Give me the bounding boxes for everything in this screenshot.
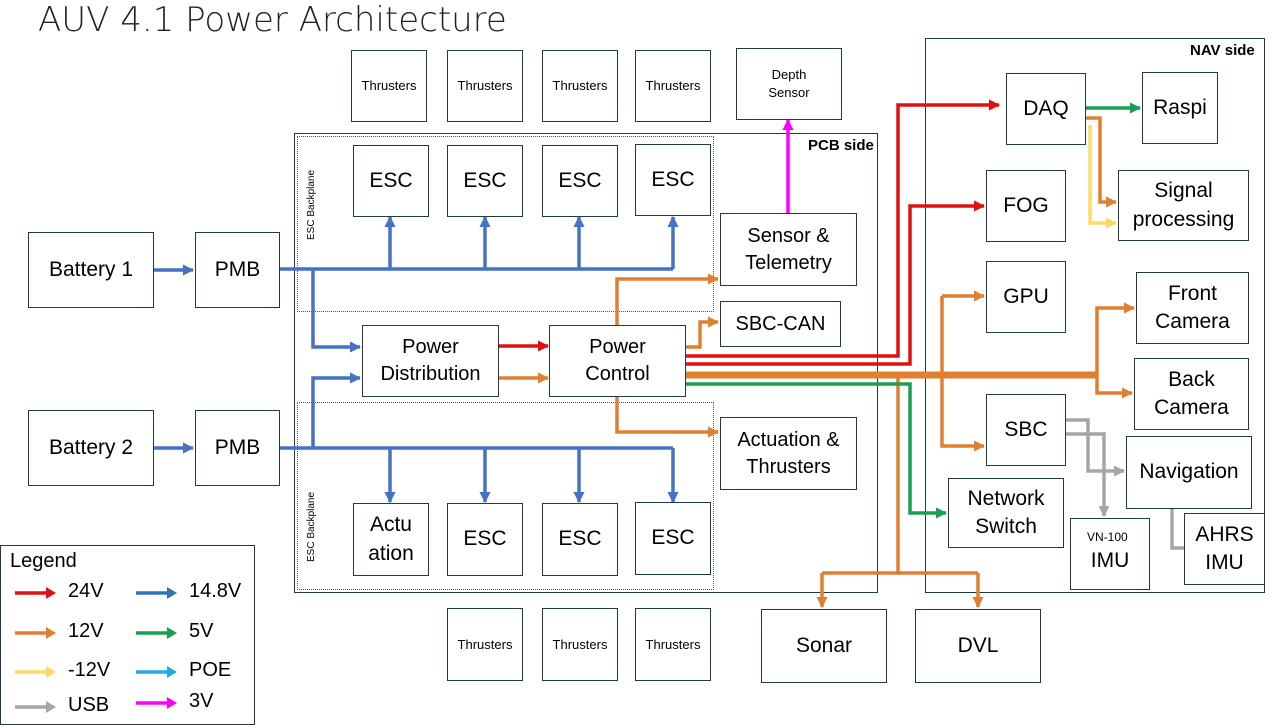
nav-side-region [925,38,1265,593]
esc-top-4: ESC [635,144,711,216]
wire-top-to-pd [311,269,362,353]
esc-top-2: ESC [447,145,523,217]
vn100-imu: IMU [1070,518,1150,590]
signal-processing: Signal processing [1118,170,1249,241]
wire-pc-fog [686,200,986,366]
front-camera: Front Camera [1136,272,1249,344]
esc-top-3: ESC [542,145,618,217]
thrusters-bottom-3: Thrusters [635,608,711,681]
wire-pc-switch [686,382,948,519]
nav-side-label: NAV side [1190,42,1255,59]
back-camera: Back Camera [1134,358,1249,430]
network-switch: Network Switch [948,478,1064,548]
thrusters-bottom-1: Thrusters [447,608,523,681]
legend-arrow-5v [136,627,177,639]
page-title: AUV 4.1 Power Architecture [38,0,507,40]
legend-label-3v: 3V [189,690,214,712]
legend-label-usb: USB [68,694,110,716]
wire-sbc-nav [1066,418,1126,477]
wire-back-camera [1095,375,1134,399]
esc-bottom-1: ESC [447,503,523,576]
wire-pc-sensor [615,273,720,325]
wire-pc-sbccan [686,316,720,349]
battery-1: Battery 1 [28,232,154,308]
legend: Legend 24V 14.8V 12V 5V -12V POE USB 3V [0,545,255,725]
dvl: DVL [915,609,1041,683]
sbc: SBC [986,394,1066,466]
legend-label-5v: 5V [189,620,214,642]
pmb-1: PMB [195,232,280,308]
wire-pc-actuation [615,396,720,438]
legend-label-12v: 12V [68,620,104,642]
gpu: GPU [986,261,1066,333]
thrusters-top-2: Thrusters [447,50,523,122]
legend-arrow-3v [136,697,177,709]
vn100-tag: VN-100 [1087,530,1128,544]
pmb-2: PMB [195,410,280,486]
pcb-side-label: PCB side [808,137,874,154]
wire-bottom-to-pd [311,372,362,448]
legend-arrow-12v [15,627,56,639]
actuation-thrusters: Actuation & Thrusters [720,417,857,490]
esc-bottom-2: ESC [542,503,618,576]
ahrs-imu: AHRS IMU [1184,513,1265,585]
depth-sensor: Depth Sensor [736,48,842,120]
legend-label-poe: POE [189,659,232,681]
legend-arrow-14-8v [136,587,177,599]
sonar: Sonar [761,609,887,683]
battery-2: Battery 2 [28,410,154,486]
fog: FOG [986,170,1066,242]
raspi: Raspi [1142,72,1218,144]
legend-arrow-24v [15,587,56,599]
wire-gpu-sbc-trunk [940,296,986,452]
thrusters-top-1: Thrusters [351,50,427,122]
sbc-can: SBC-CAN [720,301,841,347]
power-distribution: Power Distribution [362,325,499,397]
thrusters-top-3: Thrusters [542,50,618,122]
esc-backplane-bottom [297,402,714,590]
legend-arrow-poe [136,666,177,678]
legend-arrow-neg12v [15,666,56,678]
wire-daq-signal-neg [1088,125,1118,229]
esc-bottom-3: ESC [635,502,711,575]
legend-label-24v: 24V [68,580,104,602]
thrusters-bottom-2: Thrusters [542,608,618,681]
daq: DAQ [1006,73,1086,145]
vn100-imu-label: IMU [1090,548,1130,572]
wire-front-camera [1095,302,1136,375]
thrusters-top-4: Thrusters [635,50,711,122]
legend-label-neg12v: -12V [68,659,111,681]
legend-title: Legend [10,550,77,572]
sensor-telemetry: Sensor & Telemetry [720,213,857,286]
power-control: Power Control [549,325,686,397]
legend-arrow-usb [15,701,56,713]
wire-sbc-vn100 [1066,432,1110,518]
wire-pc-daq [686,99,1001,358]
wire-daq-signal [1085,116,1118,208]
esc-backplane-top [297,136,714,312]
navigation: Navigation [1126,436,1252,509]
legend-label-14-8v: 14.8V [189,580,242,602]
actuation: Actu ation [353,503,429,576]
esc-top-1: ESC [353,145,429,217]
